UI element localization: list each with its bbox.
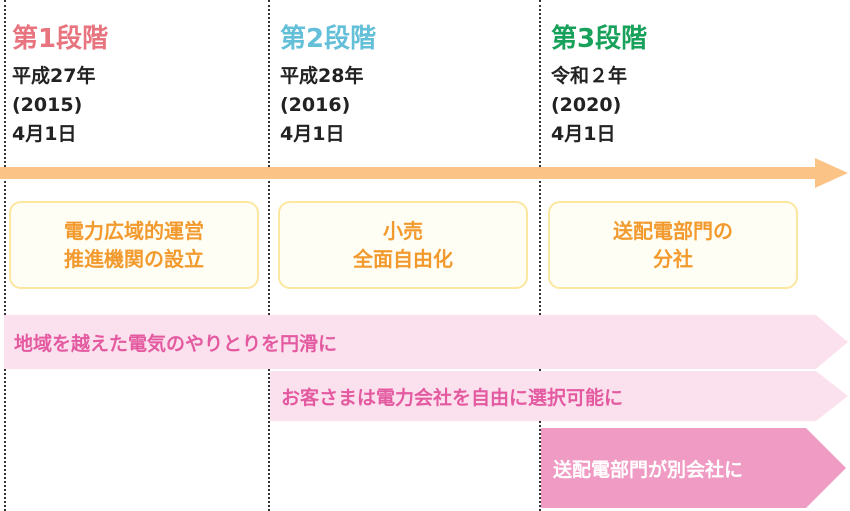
stage-1-day: 4月1日 — [12, 123, 77, 145]
stage-1-date: 平成27年 (2015) 4月1日 — [12, 62, 95, 149]
effect-band-3-label: 送配電部門が別会社に — [553, 458, 744, 481]
effect-band-1-label: 地域を越えた電気のやりとりを円滑に — [14, 332, 338, 355]
divider-stage-3 — [539, 0, 541, 511]
stage-1-year: (2015) — [12, 94, 83, 116]
effect-band-2-shape — [270, 371, 848, 421]
stage-3-title: 第3段階 — [551, 24, 648, 54]
timeline-arrowhead — [815, 158, 848, 188]
event-box-3-line-2: 分社 — [653, 247, 693, 271]
stage-3-era: 令和２年 — [551, 65, 628, 87]
event-box-1-line-1: 電力広域的運営 — [64, 219, 204, 243]
stage-3-day: 4月1日 — [551, 123, 616, 145]
effect-band-3: 送配電部門が別会社に — [0, 428, 850, 508]
event-box-1-line-2: 推進機関の設立 — [64, 247, 204, 271]
stage-2-date: 平成28年 (2016) 4月1日 — [280, 62, 363, 149]
event-box-2-line-1: 小売 — [383, 219, 423, 243]
stage-2-year: (2016) — [280, 94, 351, 116]
divider-stage-1 — [4, 0, 6, 511]
timeline-arrow — [0, 158, 848, 188]
effect-band-2: お客さまは電力会社を自由に選択可能に — [0, 371, 850, 421]
event-box-3-line-1: 送配電部門の — [613, 219, 733, 243]
timeline-bar — [0, 167, 818, 179]
stage-3-year: (2020) — [551, 94, 622, 116]
stage-1-title: 第1段階 — [12, 24, 109, 54]
effect-band-1: 地域を越えた電気のやりとりを円滑に — [0, 315, 850, 369]
stage-2-title: 第2段階 — [280, 24, 377, 54]
stage-3-date: 令和２年 (2020) 4月1日 — [551, 62, 627, 149]
effect-band-1-shape — [4, 315, 848, 369]
effect-band-3-shape — [541, 428, 846, 508]
event-box-2-line-2: 全面自由化 — [353, 247, 453, 271]
stage-2-day: 4月1日 — [280, 123, 345, 145]
stage-1-era: 平成27年 — [12, 65, 96, 87]
event-box-2: 小売 全面自由化 — [278, 201, 528, 289]
event-box-1: 電力広域的運営 推進機関の設立 — [9, 201, 259, 289]
divider-stage-2 — [268, 0, 270, 511]
effect-band-2-label: お客さまは電力会社を自由に選択可能に — [281, 386, 624, 409]
event-box-3: 送配電部門の 分社 — [548, 201, 798, 289]
stage-2-era: 平成28年 — [280, 65, 364, 87]
